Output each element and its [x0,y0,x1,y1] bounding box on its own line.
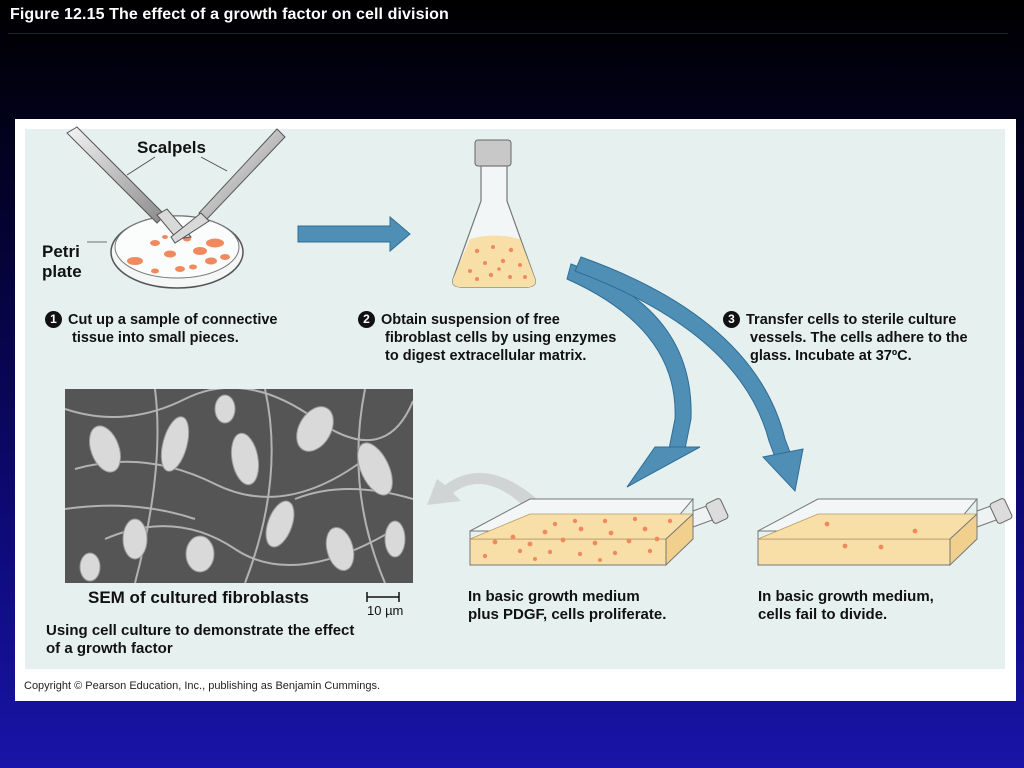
scale-bar [366,592,400,602]
step-3-line1: Transfer cells to sterile culture [746,312,957,328]
fibroblast-image [65,389,413,583]
step-2-line2: fibroblast cells by using enzymes [385,330,617,346]
step-1-line1: Cut up a sample of connective [68,312,278,328]
basic-flask-caption-line2: cells fail to divide. [758,606,888,623]
step-3-number: 3 [723,311,740,328]
culture-flask-pdgf [469,498,729,567]
scalpels [66,126,286,244]
step-2: 2 Obtain suspension of free fibroblast ce… [358,311,678,365]
slide-title: Figure 12.15 The effect of a growth fact… [10,6,449,23]
basic-flask-caption-line1: In basic growth medium, [758,588,934,605]
step-1-line2: tissue into small pieces. [72,330,239,346]
figure-illustration [66,126,1013,602]
copyright-notice: Copyright © Pearson Education, Inc., pub… [24,680,381,692]
step-2-line3: to digest extracellular matrix. [385,348,587,364]
erlenmeyer-flask [452,139,536,288]
step-2-line1: Obtain suspension of free [381,312,560,328]
title-divider [8,33,1008,34]
petri-plate [110,215,244,289]
pdgf-flask-caption-line2: plus PDGF, cells proliferate. [468,606,667,623]
conclusion-line2: of a growth factor [46,640,173,657]
scale-bar-label: 10 µm [367,603,404,618]
scalpels-label: Scalpels [137,138,206,157]
step-1: 1 Cut up a sample of connective tissue in… [45,311,345,347]
arrow-to-basic-flask [574,256,804,493]
arrow-to-sem [427,472,537,509]
conclusion-line1: Using cell culture to demonstrate the ef… [46,622,355,639]
step-3: 3 Transfer cells to sterile culture vesse… [723,311,1013,365]
figure-panel: Scalpels Petri plate 1 Cut up a sample of… [15,119,1016,701]
arrow-to-pdgf-flask [566,263,701,488]
step-2-number: 2 [358,311,375,328]
step-3-line2: vessels. The cells adhere to the [750,330,968,346]
sem-micrograph [65,389,413,583]
culture-flask-basic [757,498,1013,567]
step-3-line3: glass. Incubate at 37ºC. [750,348,912,364]
sem-caption: SEM of cultured fibroblasts [88,588,310,607]
pdgf-flask-caption-line1: In basic growth medium [468,588,640,605]
step-1-number: 1 [45,311,62,328]
petri-label-line1: Petri [42,242,80,261]
arrow-step1-to-step2 [297,215,411,253]
petri-label-line2: plate [42,262,82,281]
